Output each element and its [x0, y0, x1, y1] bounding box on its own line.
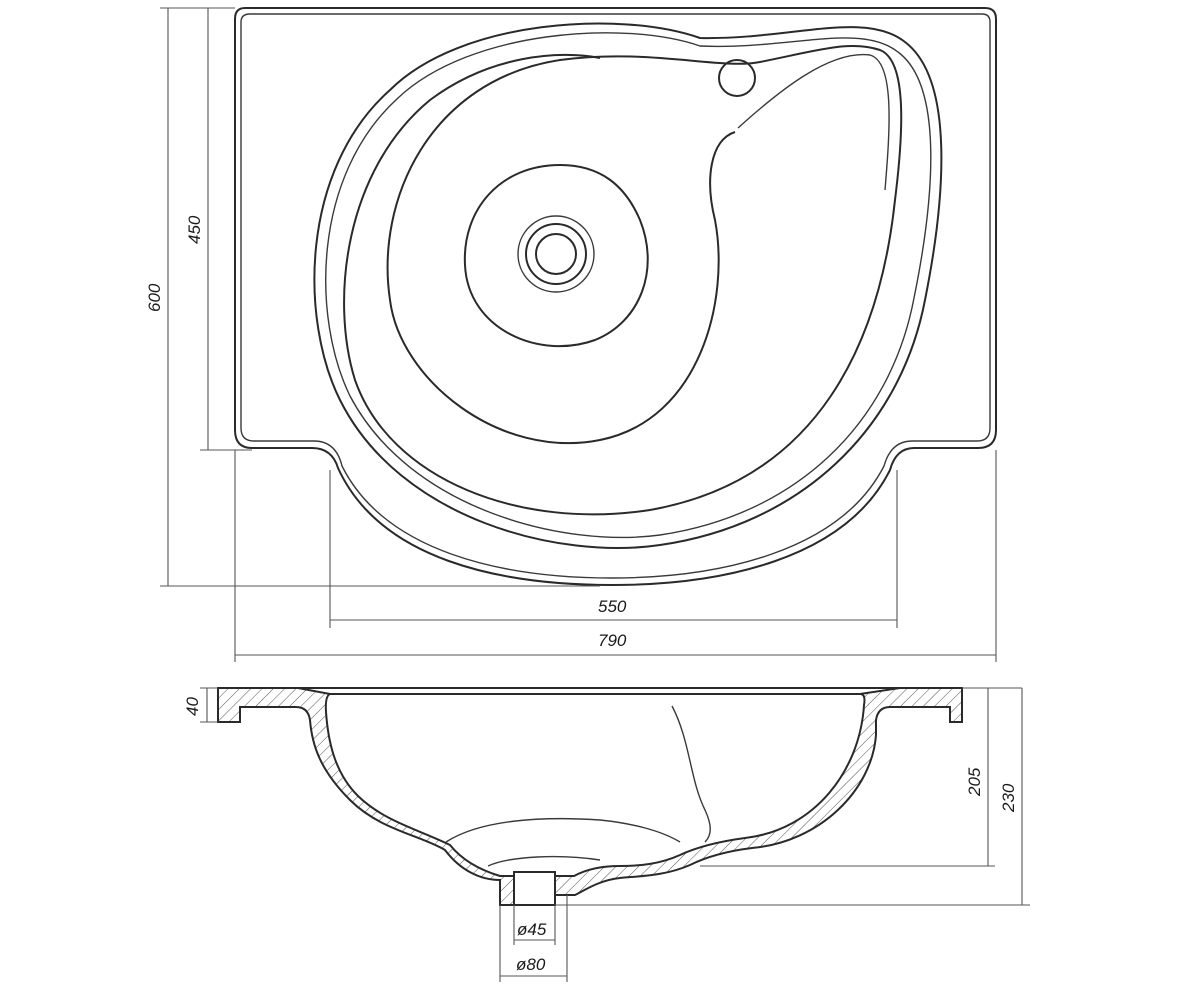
top-view: 600 450 550 790 [145, 7, 997, 662]
drain-basin-ring [463, 163, 649, 348]
dim-550-label: 550 [598, 597, 627, 616]
counter-inner-outline [240, 13, 991, 579]
bowl-basin [343, 44, 903, 516]
section-spiral-ridge [671, 705, 711, 843]
side-view: 40 205 230 ø45 ø80 [183, 687, 1030, 982]
dim-d45-label: ø45 [517, 920, 547, 939]
dim-205-label: 205 [965, 767, 984, 797]
drain-outer-ring [517, 215, 595, 293]
dim-600-label: 600 [145, 283, 164, 312]
dim-d80-label: ø80 [516, 955, 546, 974]
section-bowl-inner [324, 693, 866, 877]
dim-790-label: 790 [598, 631, 627, 650]
section-center-bowl [445, 817, 681, 843]
drain-ring [525, 223, 587, 285]
counter-outline [234, 7, 997, 587]
dim-40-label: 40 [183, 697, 202, 716]
faucet-hole [718, 59, 756, 97]
section-drain [513, 871, 556, 906]
bowl-rim-outer [313, 22, 943, 549]
bowl-rim-second [325, 32, 932, 539]
spiral-ridge [737, 53, 890, 191]
dim-450-label: 450 [185, 215, 204, 244]
section-drain-bowl [487, 855, 601, 867]
dim-230-label: 230 [999, 783, 1018, 813]
drain-hole [535, 233, 577, 275]
